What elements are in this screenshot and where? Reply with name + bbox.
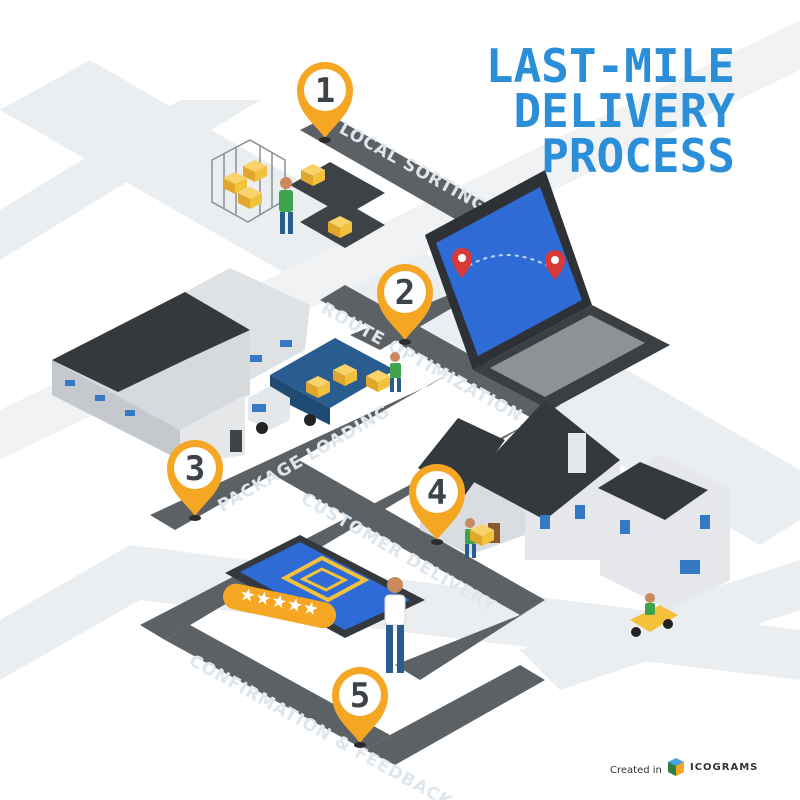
route-end-pin-icon	[545, 250, 565, 280]
step-3-number: 3	[185, 449, 205, 489]
route-start-pin-icon	[452, 248, 472, 278]
credit: Created in ICOGRAMS	[610, 758, 758, 776]
step-4-number: 4	[427, 473, 447, 513]
customer	[384, 577, 406, 673]
laptop-icon	[425, 170, 670, 410]
sorting-area	[211, 139, 385, 248]
house-icon	[418, 400, 730, 610]
package-icon	[280, 555, 370, 603]
step-5-number: 5	[350, 676, 370, 716]
step-3-pin: 3	[167, 440, 223, 521]
credit-prefix: Created in	[610, 765, 662, 776]
step-2-pin: 2	[377, 264, 433, 345]
step-2-number: 2	[395, 273, 415, 313]
truck-icon	[248, 338, 401, 434]
page-title: LAST-MILE DELIVERY PROCESS	[486, 39, 736, 183]
step-5-pin: 5	[332, 667, 388, 748]
step-1-number: 1	[315, 71, 335, 111]
title-line-1: LAST-MILE	[486, 39, 735, 93]
worker-loading	[390, 352, 401, 392]
worker-sorting	[279, 177, 293, 234]
title-line-3: PROCESS	[541, 129, 735, 183]
warehouse-icon	[52, 268, 310, 465]
step-4-pin: 4	[409, 464, 465, 545]
scooter-icon	[630, 593, 678, 637]
step-1-pin: 1	[297, 62, 353, 143]
icograms-logo-icon	[668, 758, 684, 776]
smartphone-icon	[225, 535, 425, 638]
title-line-2: DELIVERY	[513, 84, 735, 138]
credit-brand: ICOGRAMS	[690, 762, 758, 773]
